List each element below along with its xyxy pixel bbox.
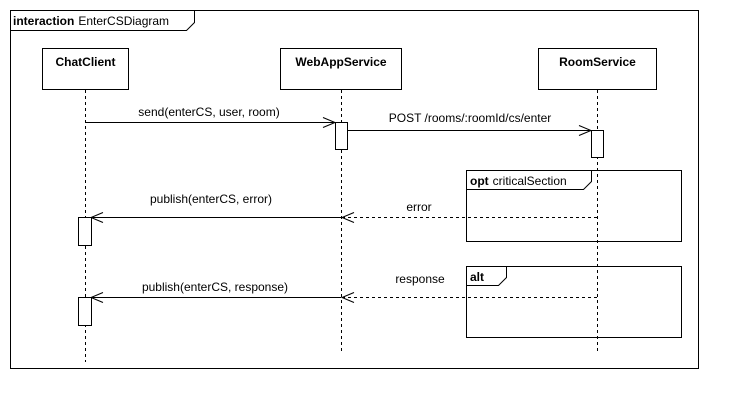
participant-label: RoomService [559,55,636,69]
message-label: publish(enterCS, error) [150,192,272,206]
frame-name: EnterCSDiagram [78,14,169,28]
message-send[interactable]: send(enterCS, user, room) [86,105,337,128]
fragment-opt-title: opt criticalSection [470,174,567,188]
activation-chatclient-1 [78,217,92,246]
message-label: response [395,272,445,286]
fragment-alt-tab [466,266,507,286]
message-label: publish(enterCS, response) [142,280,288,294]
fragment-operator: opt [470,174,489,188]
arrowhead-icon [340,292,355,303]
message-post[interactable]: POST /rooms/:roomId/cs/enter [348,111,593,136]
activation-chatclient-2 [78,297,92,326]
message-publish-response[interactable]: publish(enterCS, response) [89,280,341,303]
activation-roomservice [591,130,604,158]
message-label: send(enterCS, user, room) [138,105,279,119]
interaction-frame [10,10,699,369]
fragment-guard: criticalSection [493,174,567,188]
arrowhead-icon [89,292,104,303]
participant-webappservice[interactable]: WebAppService [280,48,402,90]
fragment-alt[interactable]: alt [466,266,682,338]
message-response-return[interactable]: response [340,272,597,303]
arrowhead-icon [340,212,355,223]
participant-label: WebAppService [295,55,386,69]
participant-label: ChatClient [56,55,116,69]
frame-keyword: interaction [13,14,74,28]
participant-box [42,48,129,90]
message-label: POST /rooms/:roomId/cs/enter [389,111,552,125]
fragment-opt-tab [466,170,592,190]
participant-box [538,48,657,90]
arrowhead-icon [578,125,593,136]
fragment-operator: alt [470,270,484,284]
message-error-return[interactable]: error [340,200,597,223]
interaction-frame-tab [10,10,195,31]
frame-title: interaction EnterCSDiagram [13,14,169,28]
activation-webappservice [335,122,348,150]
fragment-opt[interactable]: opt criticalSection [466,170,682,242]
fragment-opt-frame [466,170,682,242]
arrowhead-icon [322,117,337,128]
participant-box [280,48,402,90]
arrowhead-icon [89,212,104,223]
participant-chatclient[interactable]: ChatClient [42,48,129,90]
message-publish-error[interactable]: publish(enterCS, error) [89,192,341,223]
fragment-alt-frame [466,266,682,338]
message-label: error [406,200,431,214]
participant-roomservice[interactable]: RoomService [538,48,657,90]
